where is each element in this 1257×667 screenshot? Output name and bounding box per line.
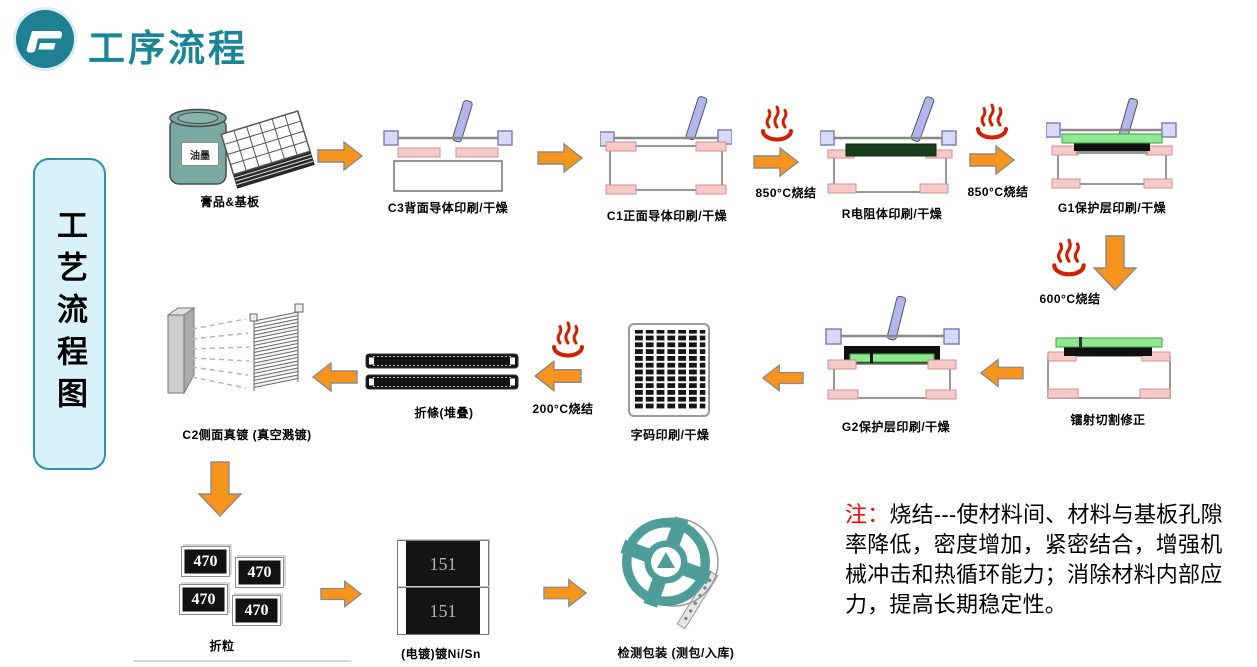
arrow-down-icon [197, 461, 243, 518]
screen-print-r-icon [820, 96, 957, 194]
flame-icon [976, 103, 1008, 140]
step-label-paste-substrate: 膏品&基板 [200, 195, 260, 209]
arrow-right-icon [543, 578, 587, 608]
company-logo-icon [13, 7, 77, 71]
arrow-left-icon [761, 363, 804, 393]
arrow-right-icon [753, 146, 800, 178]
step-label-break-chips: 折粒 [209, 639, 235, 653]
step-label-c1: C1正面导体印刷/干燥 [606, 209, 728, 223]
arrow-left-icon [979, 358, 1024, 388]
page-title: 工序流程 [88, 28, 248, 69]
chip-470: 470 [179, 584, 228, 615]
chip-470: 470 [235, 557, 284, 588]
note-body: 烧结---使材料间、材料与基板孔隙率降低，密度增加，紧密结合，增强机械冲击和热循… [845, 502, 1223, 617]
chip-151-text: 151 [429, 553, 457, 574]
sinter-note: 注：烧结---使材料间、材料与基板孔隙率降低，密度增加，紧密结合，增强机械冲击和… [845, 500, 1237, 620]
laser-trim-icon [1047, 337, 1171, 399]
strips-stack-icon [365, 353, 519, 390]
flow-chart-banner: 工艺流程图 [33, 158, 106, 470]
chip-470-text: 470 [247, 563, 272, 581]
chip-151-text: 151 [429, 600, 457, 621]
substrate-stack-icon [220, 110, 315, 189]
arrow-right-icon [537, 142, 583, 174]
step-label-g1: G1保护层印刷/干燥 [1057, 201, 1167, 215]
screen-print-c1-icon [600, 96, 732, 195]
step-label-g2: G2保护层印刷/干燥 [841, 420, 951, 434]
step-label-packaging: 检测包装 (测包/入库) [617, 646, 735, 660]
chip-470: 470 [232, 595, 281, 626]
arrow-right-icon [317, 140, 363, 172]
arrow-left-icon [533, 359, 582, 393]
chip-470: 470 [181, 546, 230, 577]
sinter-200-label: 200°C烧结 [532, 402, 594, 416]
step-label-sputter: C2侧面真镀 (真空溅镀) [182, 428, 312, 442]
marking-print-sheet-icon [628, 323, 710, 417]
chip-470-text: 470 [193, 552, 218, 570]
sinter-850-label-1: 850°C烧结 [755, 186, 817, 200]
arrow-right-icon [320, 579, 362, 609]
chip-470-text: 470 [244, 601, 269, 619]
flame-icon [761, 105, 793, 142]
sinter-850-label-2: 850°C烧结 [967, 185, 1029, 199]
arrow-left-icon [311, 361, 358, 393]
step-label-strips: 折條(堆叠) [414, 406, 474, 420]
ink-jar-label: 油墨 [181, 142, 219, 166]
chip-151: 151 [397, 587, 489, 635]
step-label-marking: 字码印刷/干燥 [630, 428, 710, 442]
step-label-laser: 镭射切割修正 [1070, 413, 1146, 427]
flame-icon [1052, 238, 1086, 277]
chip-151: 151 [397, 540, 489, 588]
note-prefix: 注： [845, 502, 890, 527]
screen-print-g2-icon [825, 296, 960, 400]
bottom-divider-line [133, 660, 351, 662]
screen-print-g1-icon [1046, 98, 1177, 189]
sinter-600-label: 600°C烧结 [1039, 292, 1101, 306]
arrow-right-icon [969, 144, 1016, 176]
step-label-plating: (电镀)镀Ni/Sn [401, 647, 481, 661]
vacuum-sputter-icon [166, 303, 304, 395]
arrow-down-icon [1092, 235, 1138, 292]
screen-print-c3-icon [383, 99, 513, 192]
tape-reel-icon [620, 516, 719, 630]
step-label-r: R电阻体印刷/干燥 [841, 207, 943, 221]
chip-470-text: 470 [191, 590, 216, 608]
flame-icon [552, 321, 584, 358]
step-label-c3: C3背面导体印刷/干燥 [387, 201, 509, 215]
flow-chart-banner-label: 工艺流程图 [52, 209, 87, 419]
